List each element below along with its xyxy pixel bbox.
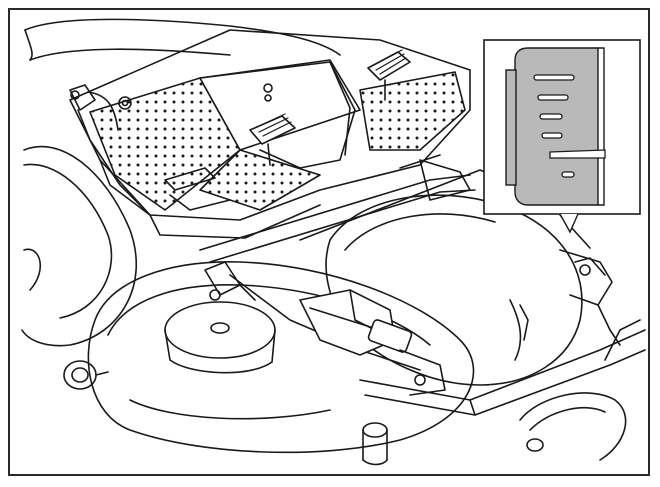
deck-post bbox=[362, 422, 388, 466]
deck-roller bbox=[63, 360, 109, 390]
adjustment-panel bbox=[514, 47, 599, 206]
seat-cushion bbox=[24, 18, 341, 61]
front-axle bbox=[359, 329, 646, 416]
seat-bracket bbox=[199, 61, 356, 169]
right-side-bracket bbox=[559, 249, 641, 361]
detail-inset bbox=[483, 39, 641, 234]
pointer-lever bbox=[549, 149, 606, 159]
pedal-left bbox=[249, 113, 296, 166]
linkage-rods bbox=[199, 154, 581, 371]
notch-2 bbox=[537, 94, 569, 101]
pivot-bracket bbox=[204, 261, 256, 301]
notch-1 bbox=[533, 74, 575, 81]
cable-connector-left bbox=[69, 84, 151, 216]
seat-plate bbox=[69, 29, 471, 239]
rear-wheel bbox=[21, 145, 138, 347]
notch-3 bbox=[539, 113, 563, 120]
front-wheel bbox=[519, 392, 627, 461]
pedal-right bbox=[367, 49, 411, 101]
notch-6 bbox=[561, 171, 575, 178]
notch-4 bbox=[541, 132, 563, 139]
